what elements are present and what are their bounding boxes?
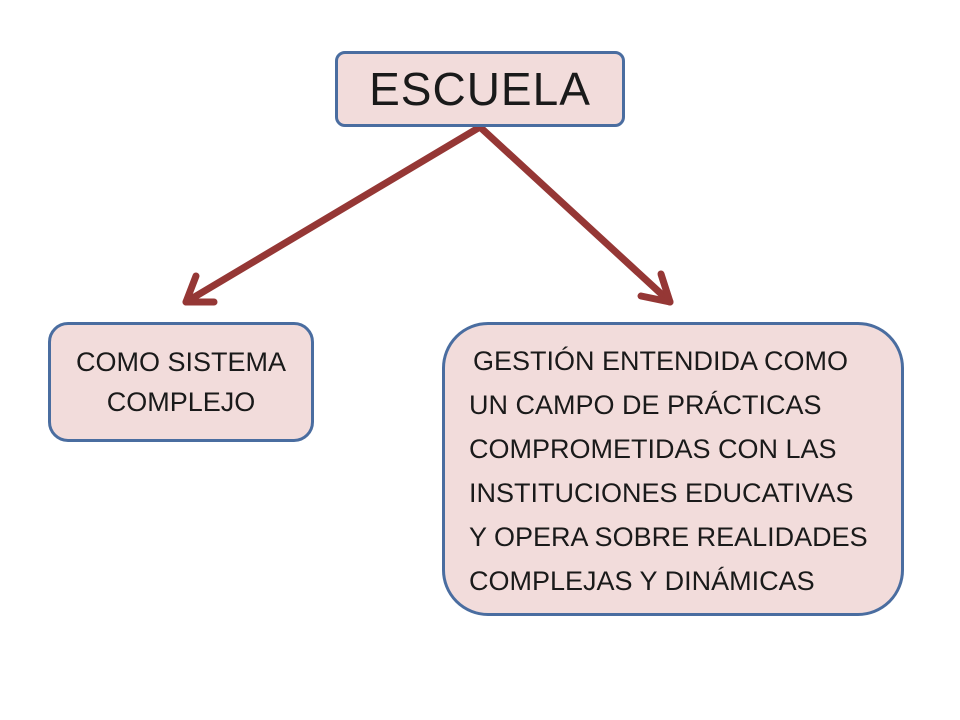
child-node-line: GESTIÓN ENTENDIDA COMO [473, 346, 849, 376]
child-node-line: Y OPERA SOBRE REALIDADES [469, 522, 868, 552]
arrow-to-left-node [182, 123, 484, 306]
child-node-line: UN CAMPO DE PRÁCTICAS [469, 390, 822, 420]
child-node-line: COMPROMETIDAS CON LAS [469, 434, 837, 464]
child-node-gestion: GESTIÓN ENTENDIDA COMO UN CAMPO DE PRÁCT… [442, 322, 904, 616]
child-node-sistema-complejo: COMO SISTEMA COMPLEJO [48, 322, 314, 442]
root-node-escuela: ESCUELA [335, 51, 625, 127]
child-node-line: COMPLEJAS Y DINÁMICAS [469, 566, 815, 596]
child-node-line: INSTITUCIONES EDUCATIVAS [469, 478, 854, 508]
child-node-line: COMPLEJO [106, 387, 256, 417]
root-node-label: ESCUELA [369, 63, 591, 115]
arrow-to-right-node [476, 123, 674, 306]
child-node-line: COMO SISTEMA [75, 347, 286, 377]
